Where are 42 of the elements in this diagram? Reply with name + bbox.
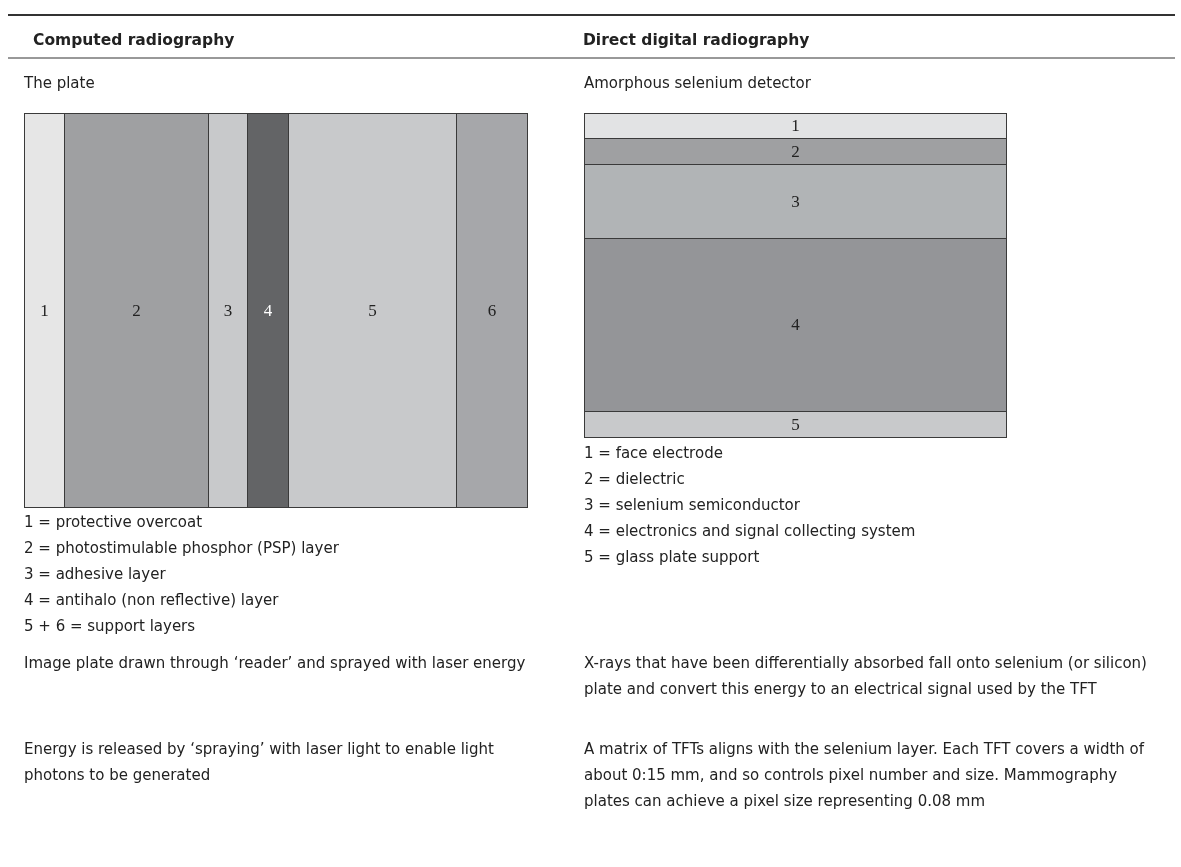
legend-key-text: 3 = adhesive layer <box>24 564 166 585</box>
description-text: Energy is released by ‘spraying’ with laser light to enable light photons to be generated <box>24 739 495 786</box>
layer-number: 4 <box>791 315 800 335</box>
layer-band <box>24 113 65 508</box>
column-header: Computed radiography <box>33 30 235 51</box>
layer-number: 5 <box>368 300 377 321</box>
legend-key-text: 5 = glass plate support <box>584 547 760 568</box>
diagram-heading: The plate <box>24 74 95 92</box>
layer-band <box>64 113 209 508</box>
layer-number: 2 <box>132 300 141 321</box>
layer-band <box>584 411 1007 438</box>
description-text: Image plate drawn through ‘reader’ and sprayed with laser energy <box>24 653 526 674</box>
layer-band <box>584 164 1007 239</box>
layer-band <box>288 113 457 508</box>
layer-band <box>456 113 528 508</box>
layer-number: 1 <box>791 116 800 136</box>
description-text: A matrix of TFTs aligns with the selenium layer. Each TFT covers a width of about 0:15 mm, and so controls pixel number and size. Mammography plates can achieve a pixel size representing 0.08 mm <box>584 739 1146 812</box>
layer-number: 5 <box>791 414 800 435</box>
legend-key-text: 1 = protective overcoat <box>24 512 203 533</box>
layer-band <box>584 113 1007 139</box>
column-header: Direct digital radiography <box>583 30 810 51</box>
legend-key-text: 5 + 6 = support layers <box>24 616 196 637</box>
layer-number: 4 <box>263 300 273 321</box>
legend-key-text: 4 = antihalo (non reflective) layer <box>24 590 279 611</box>
layer-band <box>584 238 1007 412</box>
layer-number: 6 <box>487 300 497 321</box>
diagram-heading: Amorphous selenium detector <box>584 74 811 92</box>
legend-key-text: 4 = electronics and signal collecting system <box>584 521 916 542</box>
layer-band <box>247 113 289 508</box>
layer-band <box>208 113 248 508</box>
layer-stack-diagram <box>584 74 1007 440</box>
layer-band <box>584 138 1007 165</box>
layer-number: 2 <box>791 141 800 162</box>
legend-key-text: 2 = dielectric <box>584 469 685 490</box>
layer-number: 3 <box>223 300 233 321</box>
layer-number: 1 <box>40 300 49 321</box>
layer-stack-diagram <box>24 74 528 509</box>
layer-number: 3 <box>791 191 800 212</box>
legend-key-text: 1 = face electrode <box>584 443 723 464</box>
legend-key-text: 2 = photostimulable phosphor (PSP) layer <box>24 538 339 559</box>
legend-key-text: 3 = selenium semiconductor <box>584 495 800 516</box>
description-text: X-rays that have been differentially absorbed fall onto selenium (or silicon) plate and convert this energy to an electrical signal used by the TFT <box>584 653 1148 700</box>
